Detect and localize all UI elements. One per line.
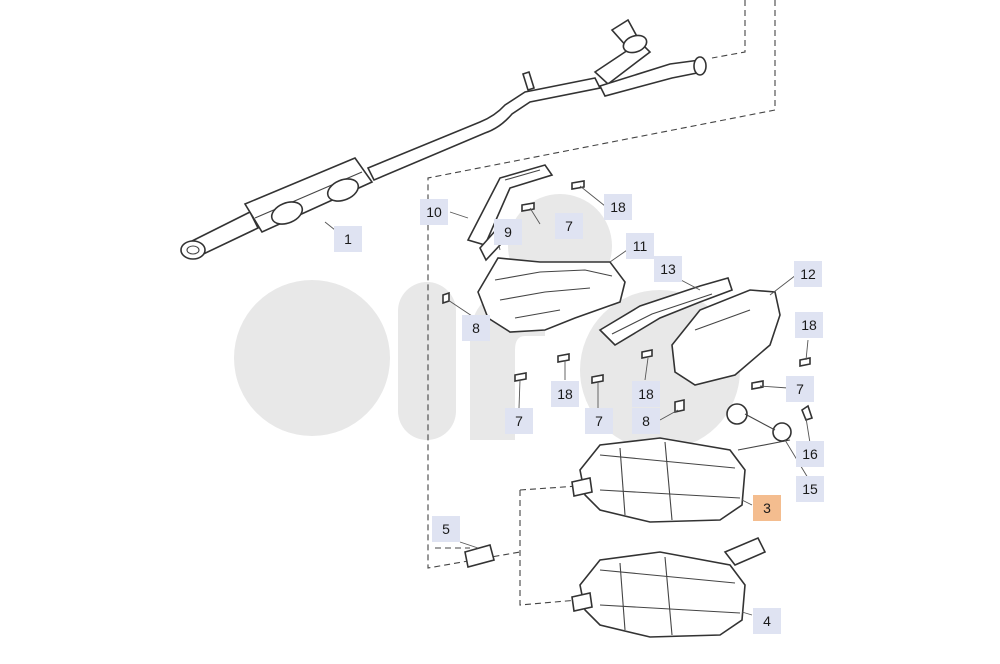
rear-muffler-alternate bbox=[571, 536, 767, 638]
callout-part-7-center[interactable]: 7 bbox=[585, 408, 613, 434]
callout-part-9[interactable]: 9 bbox=[494, 219, 522, 245]
callout-part-16[interactable]: 16 bbox=[796, 441, 824, 467]
heat-shield-rear bbox=[671, 289, 781, 386]
callout-part-3-highlighted[interactable]: 3 bbox=[753, 495, 781, 521]
callout-part-1[interactable]: 1 bbox=[334, 226, 362, 252]
callout-part-4[interactable]: 4 bbox=[753, 608, 781, 634]
muffler-hanger bbox=[726, 403, 814, 442]
callout-part-18-top[interactable]: 18 bbox=[604, 194, 632, 220]
heat-shield-large bbox=[477, 257, 626, 333]
callout-part-12[interactable]: 12 bbox=[794, 261, 822, 287]
callout-part-13[interactable]: 13 bbox=[654, 256, 682, 282]
callout-part-7-top[interactable]: 7 bbox=[555, 213, 583, 239]
callout-part-10[interactable]: 10 bbox=[420, 199, 448, 225]
callout-part-8-center[interactable]: 8 bbox=[632, 408, 660, 434]
clamp bbox=[464, 544, 495, 568]
fasteners bbox=[442, 180, 811, 413]
front-exhaust-pipe bbox=[180, 18, 707, 260]
callout-part-15[interactable]: 15 bbox=[796, 476, 824, 502]
heat-shield-tunnel bbox=[598, 277, 734, 347]
callout-part-18-center[interactable]: 18 bbox=[632, 381, 660, 407]
callout-part-7-left[interactable]: 7 bbox=[505, 408, 533, 434]
rear-muffler bbox=[571, 437, 791, 523]
assembly-dashed-lines bbox=[427, 0, 776, 606]
callout-part-18-right[interactable]: 18 bbox=[795, 312, 823, 338]
callout-part-11[interactable]: 11 bbox=[626, 233, 654, 259]
callout-part-5[interactable]: 5 bbox=[432, 516, 460, 542]
callout-part-8-left[interactable]: 8 bbox=[462, 315, 490, 341]
callout-part-7-right[interactable]: 7 bbox=[786, 376, 814, 402]
callout-part-18-middle[interactable]: 18 bbox=[551, 381, 579, 407]
